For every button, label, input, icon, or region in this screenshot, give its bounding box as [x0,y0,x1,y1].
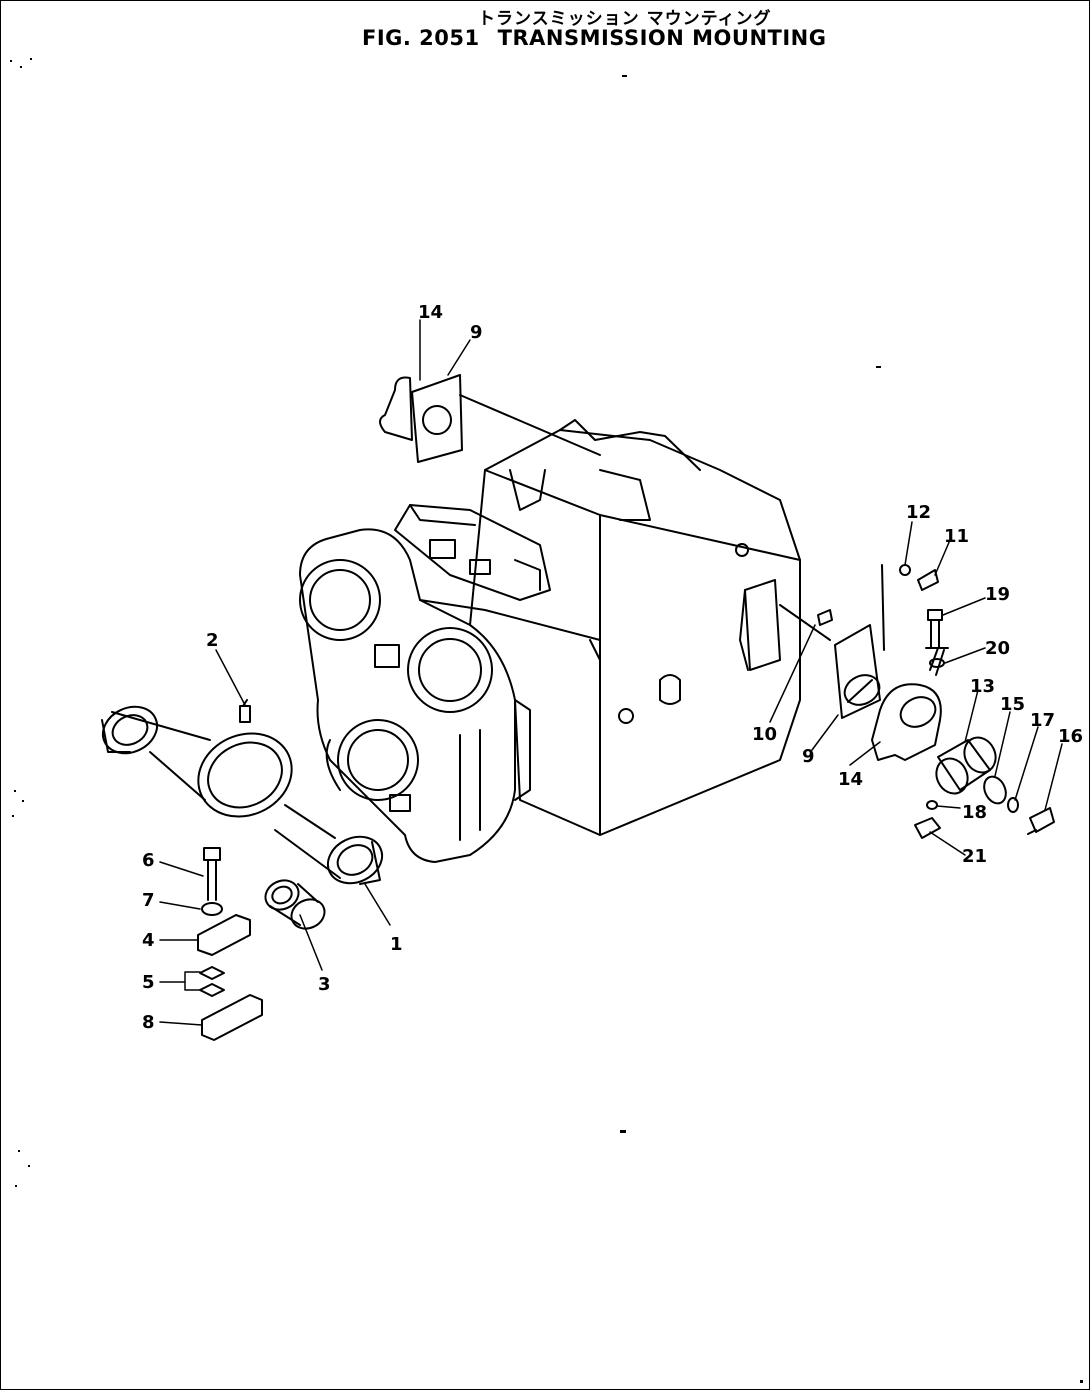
leader-rear-assembly [881,564,885,651]
callout-5: 5 [142,972,155,993]
callout-12: 12 [906,502,931,523]
figure-title: FIG. 2051 TRANSMISSION MOUNTING [362,26,842,50]
lock-washer-18 [926,800,938,810]
rear-bolt [1027,807,1055,835]
callout-10: 10 [752,724,777,745]
scan-specks [10,58,1083,1383]
rear-spacer [983,775,1007,805]
bolt-front [203,847,221,901]
pin-10 [817,609,833,626]
transmission-housing [299,419,801,863]
callout-1: 1 [390,934,403,955]
callout-11: 11 [944,526,969,547]
figure-number: FIG. 2051 [362,26,480,50]
callout-4: 4 [142,930,155,951]
rear-stud-bolt [925,647,949,676]
front-support-arm [101,705,384,885]
callout-14-right: 14 [838,769,863,790]
callout-17: 17 [1030,710,1055,731]
rear-washer [1007,797,1019,813]
callout-3: 3 [318,974,331,995]
leader-lines [159,319,1063,1026]
callout-6: 6 [142,850,155,871]
callout-7: 7 [142,890,155,911]
callout-8: 8 [142,1012,155,1033]
callout-19: 19 [985,584,1010,605]
cap-lower [201,994,263,1041]
plate-21 [914,817,941,839]
callout-15: 15 [1000,694,1025,715]
washer-front [201,902,223,916]
bushing-front [264,879,326,930]
cap-upper [197,914,251,956]
callout-13: 13 [970,676,995,697]
callout-9-right: 9 [802,746,815,767]
callout-2: 2 [206,630,219,651]
callout-9-top: 9 [470,322,483,343]
title-japanese: トランスミッション マウンティング [478,9,772,29]
bolt-11 [917,569,939,591]
callout-16: 16 [1058,726,1083,747]
shims [199,966,225,997]
bolt-19 [927,609,943,621]
callout-labels: 14 9 2 1 3 6 7 4 5 8 10 9 14 12 11 19 20… [142,302,1083,1033]
rear-bushing [935,736,997,795]
callout-20: 20 [985,638,1010,659]
callout-21: 21 [962,846,987,867]
callout-18: 18 [962,802,987,823]
rear-mount-plate [779,604,881,719]
washer-20 [929,658,945,668]
rear-mount-support [871,683,942,761]
bolt-19-shank [930,619,940,649]
figure-title-text: TRANSMISSION MOUNTING [497,26,827,50]
washer-12 [899,564,911,576]
callout-14-top: 14 [418,302,443,323]
top-mount-bracket [379,374,601,463]
grease-fitting [239,699,251,723]
